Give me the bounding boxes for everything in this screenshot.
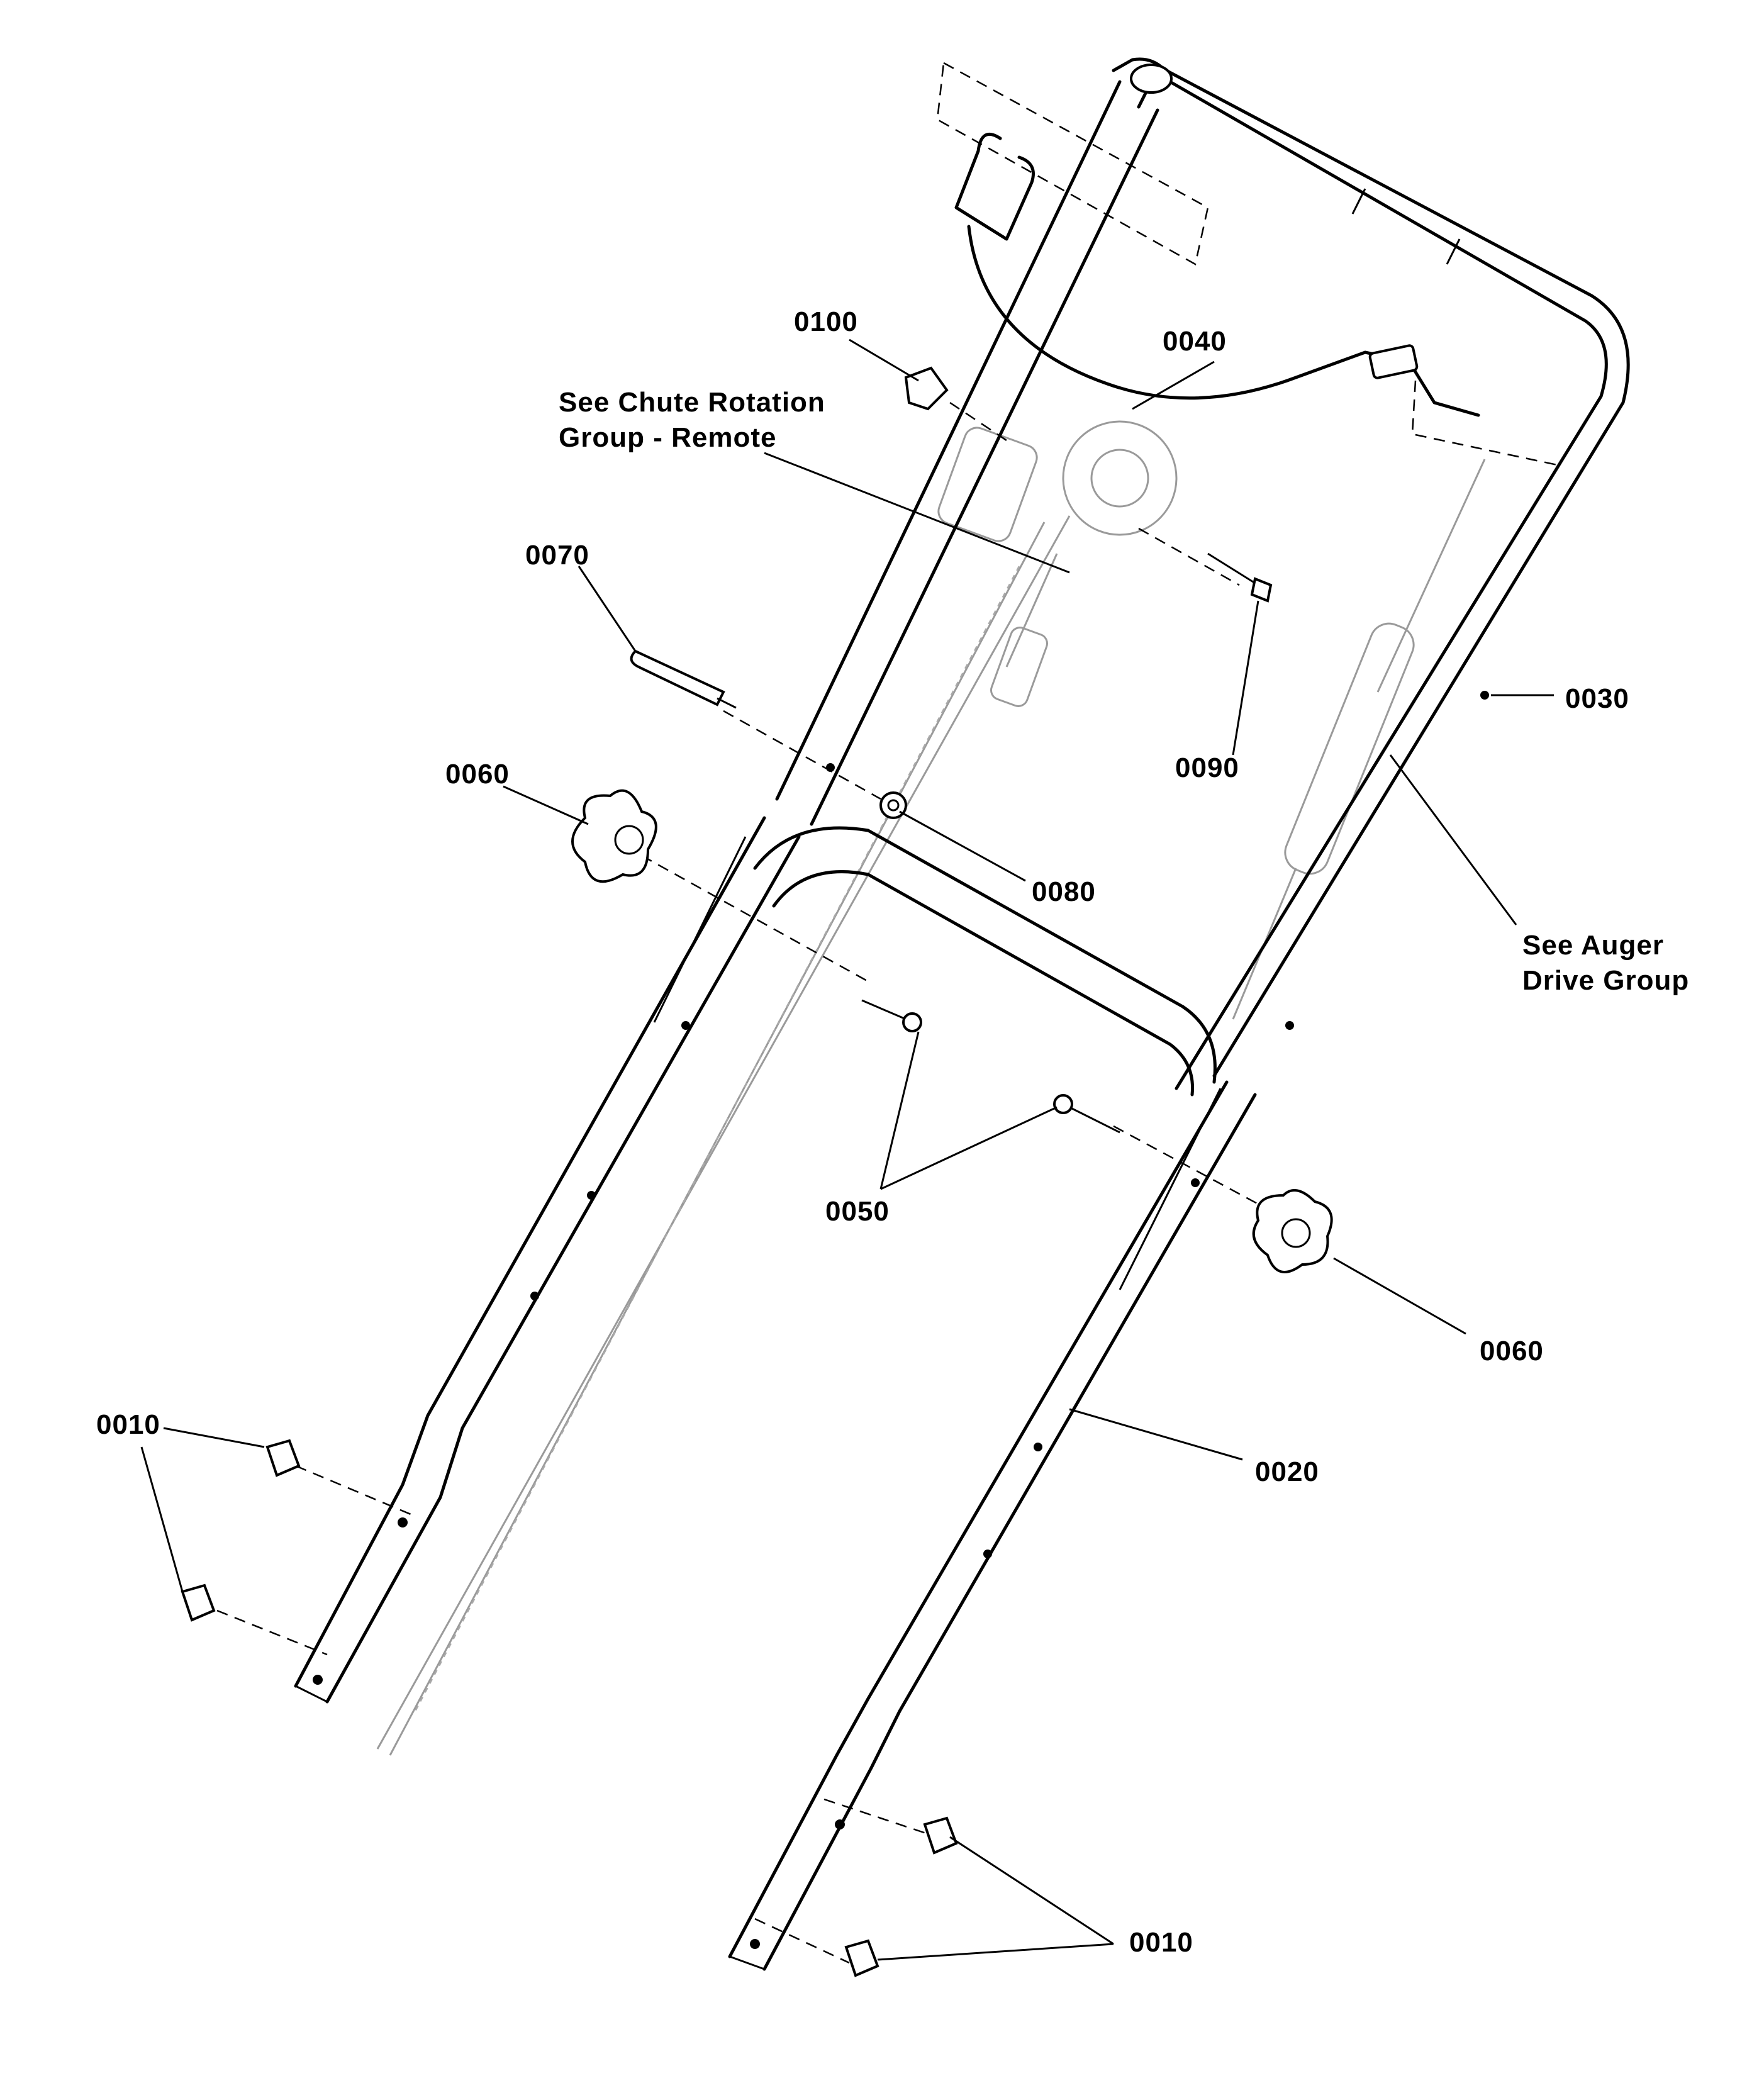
callout-0030: 0030 [1565,683,1629,714]
part-0060-knob-left [571,789,657,883]
callout-0070: 0070 [525,540,589,571]
chute-rotation-assembly-ghost [937,420,1178,707]
callout-see-chute-rotation: See Chute Rotation Group - Remote [559,387,825,453]
callout-0090: 0090 [1175,752,1239,783]
control-bail-0040 [954,132,1480,417]
callout-0040: 0040 [1163,326,1227,357]
part-0090-bolt [1207,552,1273,603]
callout-0100: 0100 [794,306,858,337]
callout-0050: 0050 [825,1196,890,1227]
lower-handle-0020 [294,816,1257,1971]
callout-0080: 0080 [1032,876,1096,907]
callout-0020: 0020 [1255,1456,1319,1487]
part-0060-knob-right [1252,1189,1333,1273]
part-0010-bolt-d [844,1939,879,1977]
part-0100-nut [904,366,949,411]
upper-handle-0030 [775,57,1630,1090]
part-0080-nut [879,791,907,819]
chute-rotation-rod-ghost [376,515,1071,1756]
leader-lines [140,338,1554,1961]
callout-0060-left: 0060 [445,759,510,790]
part-0050-bolt-right [1053,1094,1120,1134]
callout-0010-left: 0010 [96,1409,160,1440]
callout-0060-right: 0060 [1480,1336,1544,1366]
assembly-dash-lines [216,62,1561,1964]
callout-0010-bottom: 0010 [1129,1927,1193,1958]
part-0010-bolt-a [265,1439,301,1477]
part-0050-bolt-left [861,999,922,1032]
part-0010-bolt-b [181,1583,216,1622]
part-0010-bolt-c [923,1816,958,1855]
part-0070-clip [630,649,737,709]
callout-see-auger-drive: See Auger Drive Group [1522,930,1690,996]
